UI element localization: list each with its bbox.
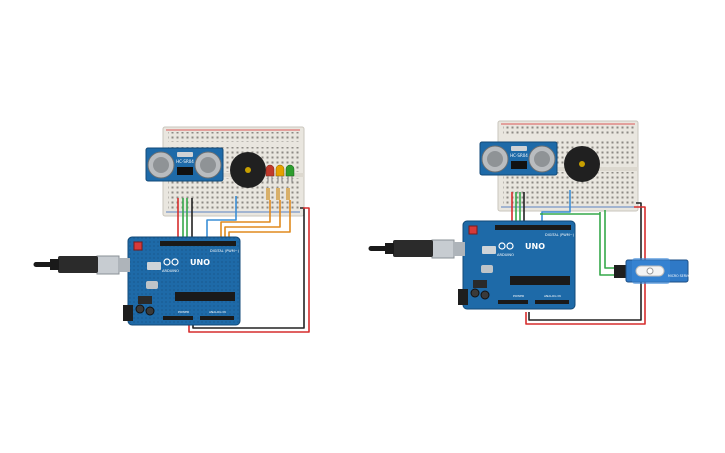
left-circuit: HC-SR04: [33, 126, 310, 333]
led-yellow[interactable]: [275, 164, 285, 182]
arduino-brand: ARDUINO: [162, 269, 179, 273]
power-header-label: POWER: [178, 310, 189, 314]
analog-header-label: ANALOG IN: [544, 294, 561, 298]
micro-servo[interactable]: MICRO SERVO: [614, 258, 691, 284]
usb-cable-left[interactable]: [33, 255, 130, 275]
arduino-model: UNO: [525, 242, 545, 251]
power-header-label: POWER: [513, 294, 524, 298]
led-green[interactable]: [285, 164, 295, 182]
arduino-uno-left[interactable]: DIGITAL (PWM~) UNO ARDUINO POWER ANALOG …: [123, 236, 241, 326]
arduino-model: UNO: [190, 258, 210, 267]
digital-header-label: DIGITAL (PWM~): [210, 249, 240, 253]
right-circuit: HC-SR04 DIGITAL (PWM~): [368, 120, 691, 325]
servo-label: MICRO SERVO: [668, 274, 691, 278]
piezo-buzzer-right[interactable]: [564, 146, 600, 182]
resistors-left: [266, 188, 290, 200]
sensor-label: HC-SR04: [510, 153, 528, 158]
piezo-buzzer-left[interactable]: [230, 152, 266, 188]
digital-header-label: DIGITAL (PWM~): [545, 233, 575, 237]
analog-header-label: ANALOG IN: [209, 310, 226, 314]
arduino-brand: ARDUINO: [497, 253, 514, 257]
ultrasonic-sensor-left[interactable]: HC-SR04: [145, 147, 224, 182]
sensor-label: HC-SR04: [176, 159, 194, 164]
usb-cable-right[interactable]: [368, 239, 465, 259]
ultrasonic-sensor-right[interactable]: HC-SR04: [479, 141, 558, 176]
arduino-uno-right[interactable]: DIGITAL (PWM~) UNO ARDUINO POWER ANALOG …: [458, 220, 576, 310]
led-red[interactable]: [265, 164, 275, 182]
